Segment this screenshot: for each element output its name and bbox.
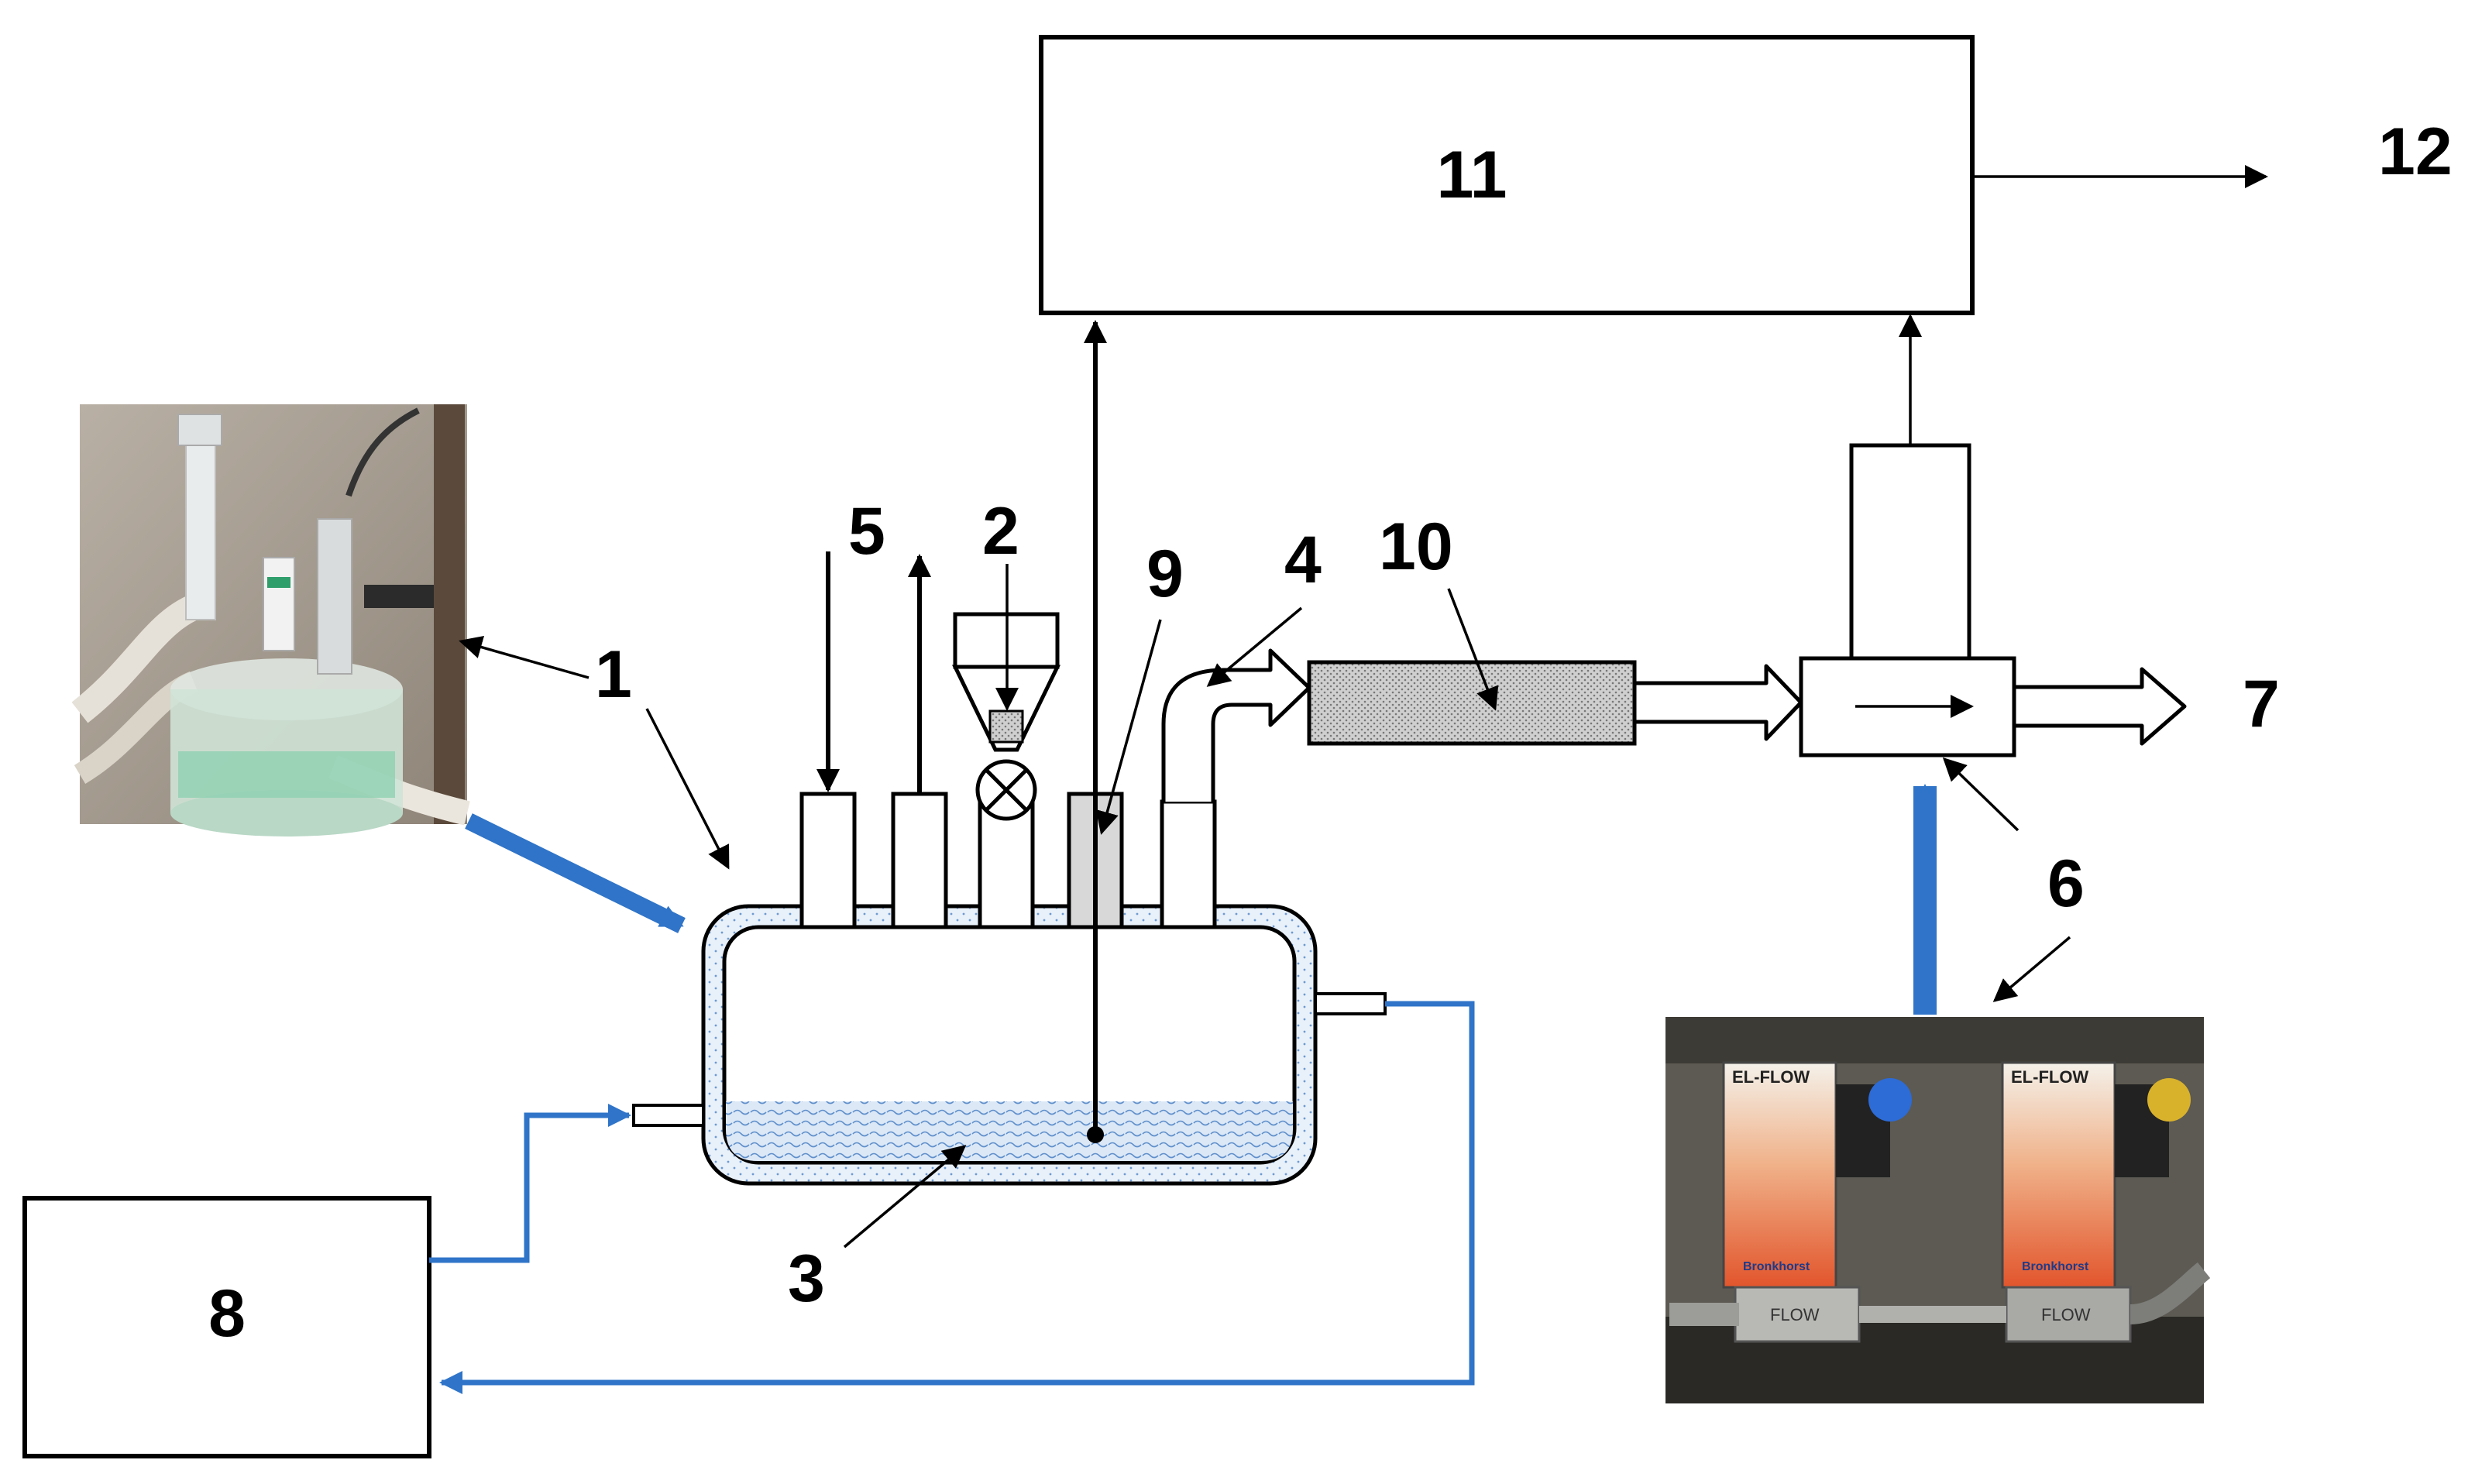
filter-10 xyxy=(1307,660,1637,746)
label-2: 2 xyxy=(982,494,1019,569)
mfc2-model: EL-FLOW xyxy=(2011,1067,2088,1087)
mfc1-model: EL-FLOW xyxy=(1732,1067,1810,1087)
label-12: 12 xyxy=(2378,115,2453,189)
mfc-photo: EL-FLOW EL-FLOW Bronkhorst Bronkhorst FL… xyxy=(1665,1017,2211,1403)
reactor-ports xyxy=(799,792,1217,929)
label-4: 4 xyxy=(1284,523,1322,597)
pointer-1-reactor xyxy=(645,708,730,870)
label-10: 10 xyxy=(1379,510,1453,584)
circulation-return xyxy=(439,1001,1475,1394)
reactor-photo xyxy=(71,404,470,836)
pointer-6-mixer xyxy=(1942,757,2020,832)
mixer-6 xyxy=(1799,443,2016,757)
label-11: 11 xyxy=(1437,138,1507,212)
pointer-6-photo xyxy=(1992,936,2071,1002)
flow-arrow-filter-to-mixer xyxy=(1632,664,1803,741)
controller-box-11: 11 xyxy=(1039,35,1975,315)
blue-arrow-photo-to-reactor xyxy=(465,813,686,933)
jacketed-reactor xyxy=(632,904,1387,1186)
mfc1-brand: Bronkhorst xyxy=(1743,1260,1810,1273)
label-1: 1 xyxy=(595,637,632,712)
label-5: 5 xyxy=(848,494,885,569)
flow-arrow-out-7 xyxy=(2012,667,2187,746)
label-7: 7 xyxy=(2243,667,2280,741)
circulation-supply xyxy=(429,1104,631,1263)
pointer-9 xyxy=(1095,619,1162,835)
pointer-3 xyxy=(843,1145,967,1249)
liquid-3 xyxy=(726,1101,1293,1161)
pointer-10 xyxy=(1447,588,1499,711)
label-3: 3 xyxy=(788,1242,825,1316)
thermostat-box-8: 8 xyxy=(22,1196,431,1458)
pointer-1-photo xyxy=(459,635,590,679)
label-8: 8 xyxy=(208,1276,246,1351)
pointer-4 xyxy=(1206,606,1303,687)
outlet-pipe-4 xyxy=(1161,648,1311,802)
probe-tip xyxy=(1087,1126,1104,1143)
mfc2-brand: Bronkhorst xyxy=(2022,1260,2089,1273)
label-9: 9 xyxy=(1146,537,1184,611)
label-6: 6 xyxy=(2047,847,2085,921)
mfc1-flow-mark: FLOW xyxy=(1770,1305,1820,1324)
mfc2-flow-mark: FLOW xyxy=(2041,1305,2091,1324)
